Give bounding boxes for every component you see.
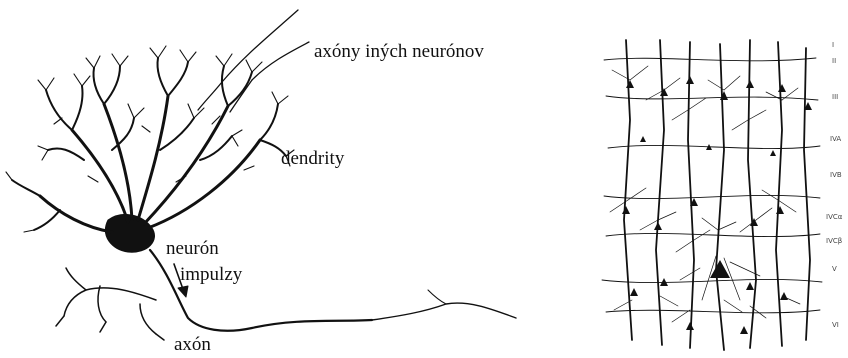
layer-label-III: III — [832, 94, 838, 101]
label-neuron: neurón — [166, 239, 219, 258]
dendrite-branches — [12, 58, 286, 230]
layer-label-VI: VI — [832, 322, 839, 329]
layer-label-IVCa: IVCα — [826, 214, 842, 221]
incoming-axons — [198, 10, 309, 112]
axon-collaterals — [56, 268, 164, 340]
layer-label-V: V — [832, 266, 837, 273]
layer-label-II: II — [832, 58, 836, 65]
layer-label-IVCb: IVCβ — [826, 238, 842, 245]
layer-label-IVB: IVB — [830, 172, 842, 179]
layer-label-IVA: IVA — [830, 136, 841, 143]
cell-bodies — [622, 76, 812, 334]
fine-branches — [610, 66, 800, 322]
layer-label-I: I — [832, 42, 834, 49]
label-axon: axón — [174, 335, 211, 354]
axon-path — [150, 250, 516, 331]
label-dendrites: dendrity — [281, 149, 344, 168]
label-axons-of-other-neurons: axóny iných neurónov — [314, 42, 484, 61]
cortex-section-drawing — [602, 40, 822, 350]
dendrite-trunks — [40, 96, 260, 232]
label-impulses: impulzy — [180, 265, 242, 284]
